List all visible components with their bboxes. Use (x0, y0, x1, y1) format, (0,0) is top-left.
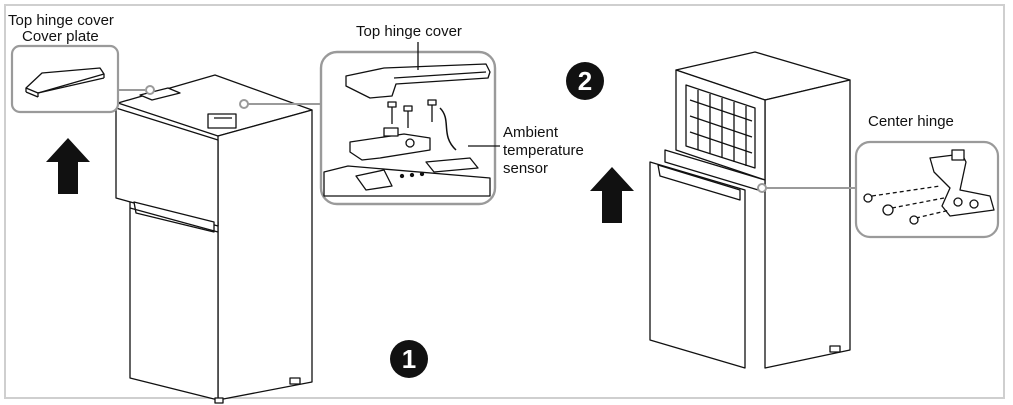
diagram-frame (4, 4, 1005, 399)
cover-plate-part (25, 67, 105, 94)
step-1-badge: 1 (390, 340, 428, 378)
sensor-wire (439, 107, 457, 151)
left-refrigerator (115, 74, 313, 404)
up-arrow-icon (590, 167, 634, 223)
center-hinge-part (929, 153, 995, 217)
ambient-label-line3: sensor (503, 160, 549, 177)
right-refrigerator (649, 51, 851, 369)
top-hinge-cover-part (345, 63, 491, 99)
screws (387, 99, 437, 128)
ambient-label-line1: Ambient (503, 124, 559, 141)
ambient-label-line2: temperature (503, 142, 584, 159)
top-hinge-cover-label: Top hinge cover (8, 12, 114, 29)
up-arrow-icon (46, 138, 90, 194)
center-hinge-callout (854, 140, 1000, 239)
top-hinge-cover-detail-label: Top hinge cover (356, 23, 462, 40)
center-hinge-label: Center hinge (868, 113, 954, 130)
cover-plate-label: Cover plate (22, 28, 99, 45)
step-2-badge: 2 (566, 62, 604, 100)
